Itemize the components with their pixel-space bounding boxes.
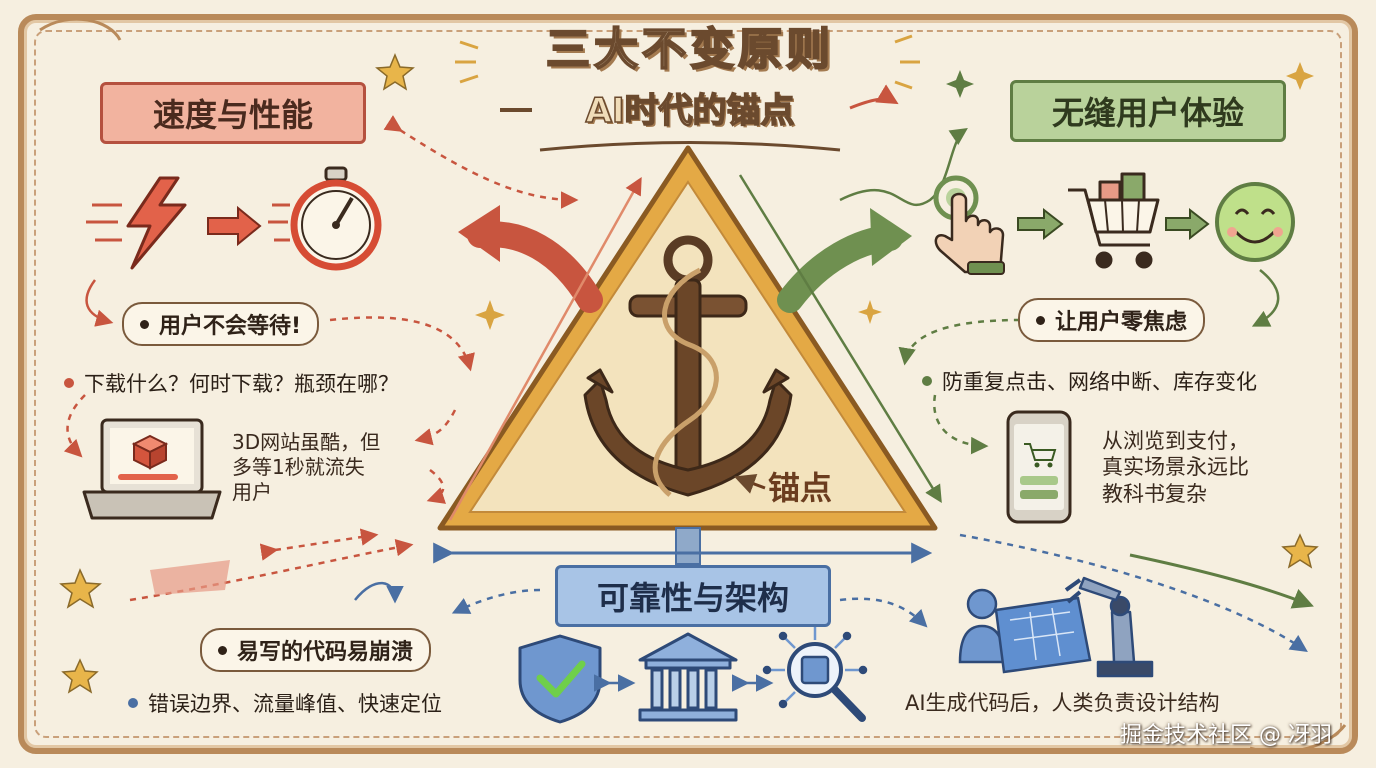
blueprint-icon [994, 596, 1092, 674]
page-subtitle: AI时代的锚点 [585, 90, 795, 131]
bullet-dot [922, 376, 932, 386]
arrow-right-icon [207, 205, 262, 247]
watermark: 掘金技术社区 @ 冴羽 [1120, 723, 1332, 748]
banner-ux: 无缝用户体验 [1010, 80, 1286, 142]
corner-swirl [1249, 724, 1347, 754]
arrow-right-icon [1165, 207, 1210, 241]
sparkle-icon [946, 70, 974, 98]
triangle-stem [675, 527, 701, 565]
corner-swirl [39, 17, 122, 41]
stopwatch-icon [268, 166, 382, 271]
ux-note-line: 真实场景永远比 [1102, 455, 1249, 480]
page-title: 三大不变原则 [545, 23, 834, 76]
banner-reliability: 可靠性与架构 [555, 565, 831, 627]
subtitle-arrow [849, 84, 899, 110]
bank-icon [638, 632, 738, 722]
speed-note-line: 多等1秒就流失 [232, 455, 365, 479]
bullet-dot [64, 378, 74, 388]
reliability-issues-text: 错误边界、流量峰值、快速定位 [148, 692, 442, 716]
sparkle-icon [475, 62, 1314, 330]
bullet-dot [128, 698, 138, 708]
person-icon [958, 588, 1006, 664]
green-streak-arrow [1129, 553, 1314, 609]
rel-swirl-arrow [354, 581, 404, 604]
inner-frame [34, 30, 1342, 738]
subtitle-underline [539, 141, 841, 152]
callout-ux-text: 让用户零焦虑 [1055, 310, 1188, 335]
outer-frame [18, 14, 1358, 754]
ux-curve-arrow [1251, 269, 1280, 327]
title-sparks [455, 34, 920, 90]
big-arrow-green-head [870, 208, 912, 266]
lightning-icon [86, 176, 187, 270]
callout-reliability: 易写的代码易崩溃 [200, 628, 432, 672]
speed-questions: 下载什么？何时下载？瓶颈在哪？ [64, 368, 399, 398]
callout-reliability-text: 易写的代码易崩溃 [237, 640, 414, 665]
star-icon [59, 53, 1319, 694]
speed-note: 3D网站虽酷，但 多等1秒就流失 用户 [232, 430, 380, 505]
anchor-icon [583, 235, 793, 497]
anchor-label-arrow [734, 473, 766, 494]
callout-speed: 用户不会等待! [122, 302, 320, 346]
robot-arm-icon [1064, 576, 1154, 678]
ux-issues: 防重复点击、网络中断、库存变化 [922, 366, 1257, 396]
arrow-right-icon [1017, 207, 1064, 241]
edge-arrow-left [448, 176, 642, 521]
big-arrow-red-head [458, 205, 500, 262]
ux-note: 从浏览到支付， 真实场景永远比 教科书复杂 [1102, 428, 1249, 507]
speed-note-line: 用户 [232, 480, 272, 504]
smiley-icon [1215, 182, 1295, 262]
ux-note-line: 从浏览到支付， [1102, 429, 1249, 453]
bullet-dot [218, 645, 227, 655]
ux-issues-text: 防重复点击、网络中断、库存变化 [942, 370, 1257, 394]
ux-swirl-arrow [839, 128, 968, 207]
laptop-icon [82, 418, 222, 520]
tap-hand-icon [933, 175, 1005, 275]
anchor-label: 锚点 [768, 469, 833, 507]
chip-magnifier-icon [762, 617, 868, 722]
cube-icon [131, 434, 169, 470]
phone-icon [1006, 410, 1072, 524]
shield-check-icon [518, 634, 602, 724]
bullet-dot [140, 319, 149, 329]
shopping-cart-icon [1068, 172, 1160, 269]
callout-speed-text: 用户不会等待! [159, 314, 302, 339]
reliability-note: AI生成代码后，人类负责设计结构 [905, 691, 1220, 715]
bullet-dot [1036, 315, 1045, 325]
banner-speed: 速度与性能 [100, 82, 366, 144]
ux-note-line: 教科书复杂 [1102, 481, 1207, 506]
red-streak [150, 560, 230, 595]
reliability-issues: 错误边界、流量峰值、快速定位 [128, 688, 442, 718]
speed-questions-text: 下载什么？何时下载？瓶颈在哪？ [84, 372, 399, 396]
edge-arrow-right [738, 174, 942, 503]
callout-ux: 让用户零焦虑 [1018, 298, 1206, 342]
speed-note-line: 3D网站虽酷，但 [232, 430, 381, 454]
